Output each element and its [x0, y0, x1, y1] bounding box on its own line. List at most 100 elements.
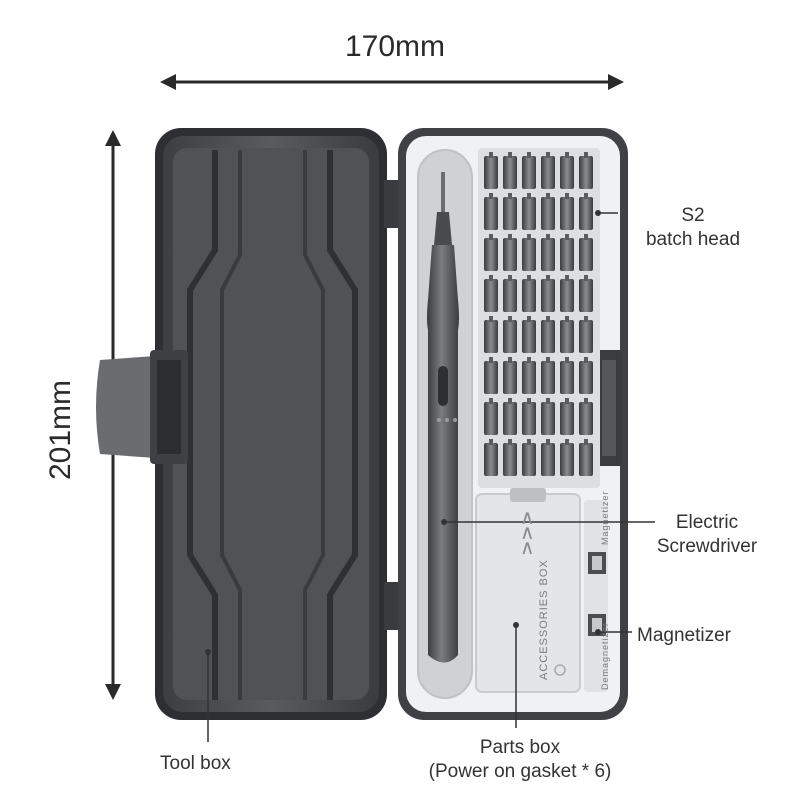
screwdriver-bit-tip	[546, 234, 550, 240]
screwdriver-bit-tip	[489, 316, 493, 322]
screwdriver-bit	[560, 279, 574, 312]
screwdriver-bit-tip	[508, 152, 512, 158]
screwdriver-bit	[560, 443, 574, 476]
screwdriver-bit	[579, 443, 593, 476]
screwdriver-bit	[579, 156, 593, 189]
chevron-up-icon: ∧	[520, 537, 535, 559]
width-dimension-arrow	[160, 74, 624, 90]
screwdriver-bit	[484, 197, 498, 230]
screwdriver-bit-tip	[489, 193, 493, 199]
screwdriver-bit-tip	[489, 234, 493, 240]
screwdriver-bit-tip	[546, 152, 550, 158]
case-latch	[96, 350, 188, 464]
screwdriver-bit-tip	[527, 398, 531, 404]
magnetizer-small-text: Magnetizer	[600, 490, 610, 545]
screwdriver-bit	[503, 443, 517, 476]
screwdriver-bit	[484, 402, 498, 435]
screwdriver-bit	[541, 238, 555, 271]
screwdriver-bit	[579, 402, 593, 435]
demagnetizer-small-text: Demagnetizer	[600, 621, 610, 690]
screwdriver-bit	[579, 238, 593, 271]
screwdriver-bit-tip	[489, 275, 493, 281]
screwdriver-bit-tip	[565, 439, 569, 445]
screwdriver-bit	[503, 238, 517, 271]
s2-label-line2: batch head	[645, 229, 741, 250]
screwdriver-bit	[484, 443, 498, 476]
screwdriver-bit-tip	[584, 152, 588, 158]
electric-label-line2: Screwdriver	[656, 536, 758, 557]
hinge-bottom	[384, 582, 398, 630]
screwdriver-bit	[579, 320, 593, 353]
screwdriver-bit	[484, 238, 498, 271]
screwdriver-bit	[560, 197, 574, 230]
callout-lines	[205, 210, 655, 742]
screwdriver-bit	[522, 238, 536, 271]
screwdriver-bit-tip	[546, 193, 550, 199]
screwdriver-bit	[503, 279, 517, 312]
s2-batch-head-label: S2 batch head	[628, 204, 758, 252]
screwdriver-bit	[522, 156, 536, 189]
hinge-top	[384, 180, 398, 228]
magnetizer	[584, 500, 608, 692]
screwdriver-bit	[522, 320, 536, 353]
screwdriver-bit	[484, 320, 498, 353]
screwdriver-bit	[522, 279, 536, 312]
screwdriver-bit-tip	[508, 398, 512, 404]
screwdriver-bit	[484, 361, 498, 394]
screwdriver-bit	[541, 197, 555, 230]
screwdriver-bit	[541, 361, 555, 394]
screwdriver-bit-tip	[584, 439, 588, 445]
screwdriver-bit	[579, 279, 593, 312]
screwdriver-bit	[503, 197, 517, 230]
screwdriver-bit-tip	[489, 439, 493, 445]
screwdriver-bit-tip	[565, 316, 569, 322]
screwdriver-bit-tip	[508, 439, 512, 445]
screwdriver-bit	[503, 402, 517, 435]
screwdriver-bit-tip	[565, 193, 569, 199]
height-dimension-label: 201mm	[44, 379, 77, 480]
screwdriver-bit-tip	[508, 316, 512, 322]
screwdriver-bit-tip	[584, 398, 588, 404]
screwdriver-bit-tip	[508, 234, 512, 240]
electric-label-line1: Electric	[675, 512, 739, 533]
screwdriver-bit-tip	[508, 275, 512, 281]
screwdriver-bit	[541, 402, 555, 435]
electric-screwdriver-label: Electric Screwdriver	[632, 511, 782, 559]
parts-label-line1: Parts box	[479, 737, 561, 758]
screwdriver-bit-tip	[565, 357, 569, 363]
screwdriver-bit-tip	[584, 275, 588, 281]
screwdriver-bit-tip	[527, 316, 531, 322]
parts-box-label: Parts box (Power on gasket * 6)	[400, 736, 640, 784]
screwdriver-bit-tip	[527, 275, 531, 281]
chevron-up-icon: ∧	[520, 507, 535, 529]
screwdriver-bit-tip	[584, 316, 588, 322]
screwdriver-bit-tip	[546, 316, 550, 322]
screwdriver-bit	[484, 279, 498, 312]
screwdriver-bit-tip	[584, 193, 588, 199]
screwdriver-bit-tip	[565, 152, 569, 158]
screwdriver-bit	[522, 197, 536, 230]
screwdriver-bit	[503, 320, 517, 353]
screwdriver-bit	[503, 156, 517, 189]
magnetizer-label: Magnetizer	[637, 625, 731, 646]
screwdriver-bit	[522, 361, 536, 394]
screwdriver-bit-tip	[508, 357, 512, 363]
electric-screwdriver	[427, 172, 459, 663]
screwdriver-bit	[560, 402, 574, 435]
screwdriver-bit	[541, 443, 555, 476]
screwdriver-bit-tip	[584, 234, 588, 240]
parts-label-line2: (Power on gasket * 6)	[428, 761, 612, 782]
screwdriver-bit-tip	[527, 439, 531, 445]
screwdriver-bit-tip	[565, 275, 569, 281]
screwdriver-bit	[522, 402, 536, 435]
screwdriver-bit-tip	[584, 357, 588, 363]
screwdriver-bit-tip	[527, 152, 531, 158]
screwdriver-bit	[484, 156, 498, 189]
screwdriver-bit	[503, 361, 517, 394]
parts-box	[475, 488, 581, 693]
screwdriver-bit-tip	[489, 152, 493, 158]
screwdriver-bit	[560, 320, 574, 353]
screwdriver-bit-tip	[546, 398, 550, 404]
screwdriver-bit-tip	[565, 234, 569, 240]
